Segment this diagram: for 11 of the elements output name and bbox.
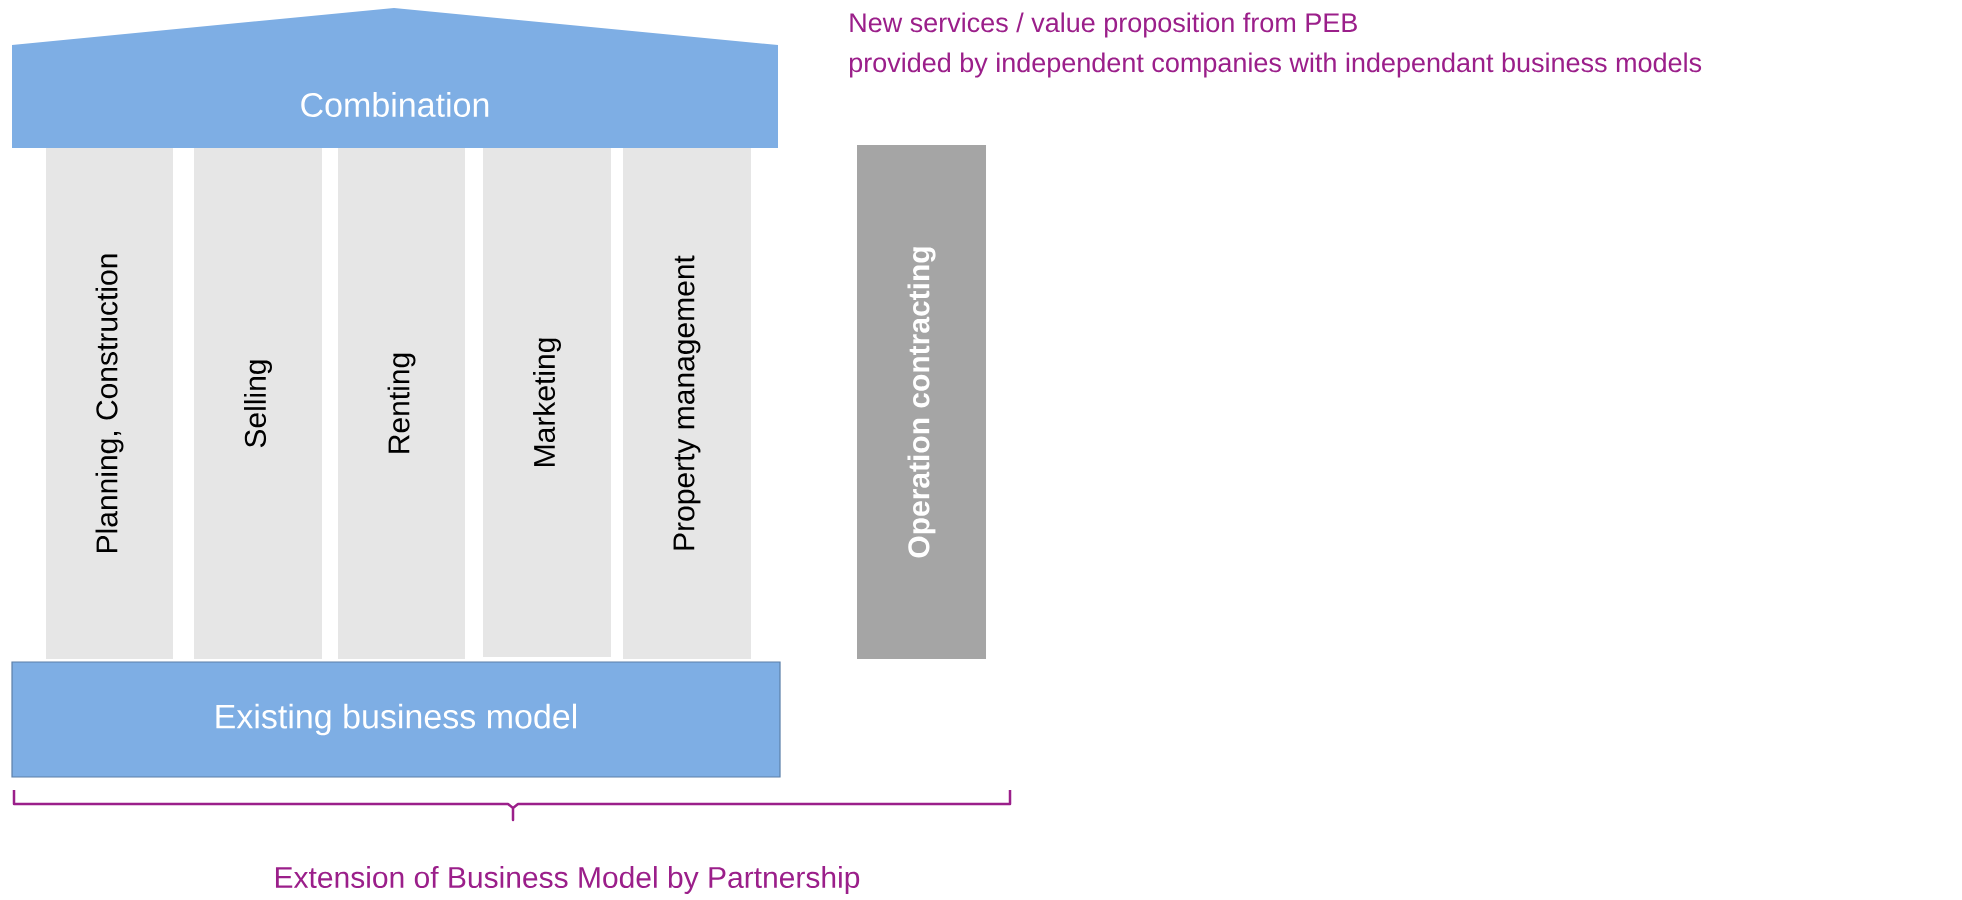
pillar-box: Operation contracting — [857, 145, 986, 659]
pillar-box: Property management — [623, 148, 751, 659]
pillar-box: Renting — [338, 148, 465, 659]
roof-box: Combination — [12, 8, 778, 148]
pillar-box: Planning, Construction — [46, 148, 173, 659]
note-text: New services / value proposition from PEB — [850, 12, 1357, 38]
note-text: provided by independent companies with independant business models — [849, 52, 1702, 78]
note-text: Extension of Business Model by Partnership — [276, 866, 860, 894]
pillar-box: Selling — [194, 148, 322, 659]
base-box: Existing business model — [11, 661, 781, 778]
pillar-box: Marketing — [483, 148, 611, 657]
